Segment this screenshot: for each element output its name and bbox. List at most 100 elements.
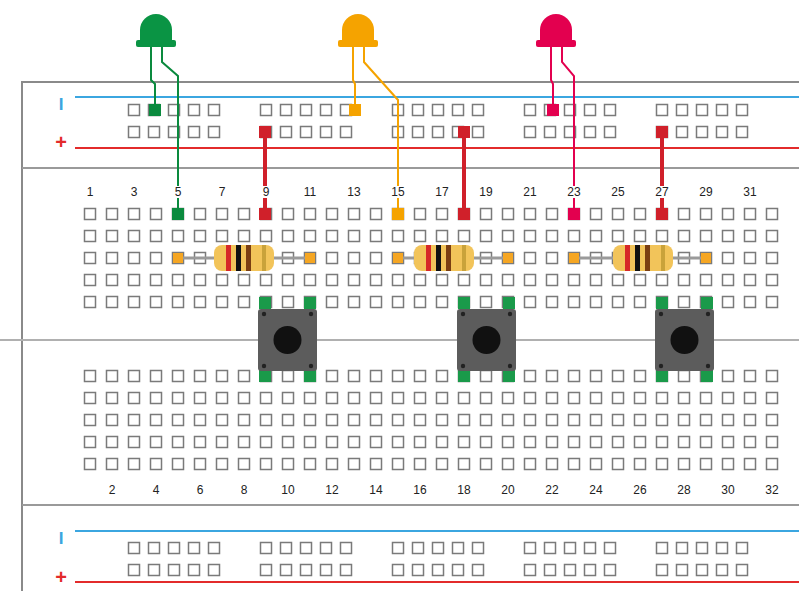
- breadboard-hole: [545, 565, 556, 576]
- breadboard-hole: [85, 437, 96, 448]
- breadboard-hole: [195, 209, 206, 220]
- breadboard-hole: [173, 393, 184, 404]
- breadboard-hole: [349, 393, 360, 404]
- breadboard-hole: [701, 393, 712, 404]
- breadboard-hole: [565, 543, 576, 554]
- breadboard-hole: [525, 437, 536, 448]
- breadboard-hole: [701, 253, 712, 264]
- breadboard-hole: [305, 415, 316, 426]
- breadboard-hole: [481, 231, 492, 242]
- breadboard-hole: [327, 209, 338, 220]
- column-number: 32: [764, 484, 779, 496]
- breadboard-hole: [195, 231, 206, 242]
- breadboard-hole: [697, 543, 708, 554]
- breadboard-hole: [239, 231, 250, 242]
- breadboard-hole: [547, 231, 558, 242]
- column-number: 7: [218, 186, 227, 198]
- breadboard-hole: [481, 393, 492, 404]
- breadboard-hole: [737, 127, 748, 138]
- breadboard-hole: [129, 415, 140, 426]
- breadboard-hole: [371, 253, 382, 264]
- breadboard-hole: [393, 275, 404, 286]
- breadboard-hole: [717, 543, 728, 554]
- breadboard-hole: [305, 459, 316, 470]
- breadboard-hole: [151, 253, 162, 264]
- breadboard-hole: [591, 437, 602, 448]
- breadboard-hole: [459, 371, 470, 382]
- breadboard-hole: [321, 543, 332, 554]
- breadboard-hole: [217, 297, 228, 308]
- rail-plus-sign: +: [55, 132, 67, 152]
- breadboard-hole: [393, 393, 404, 404]
- breadboard-hole: [239, 459, 250, 470]
- column-number: 14: [368, 484, 383, 496]
- rail-plus-sign: +: [55, 567, 67, 587]
- breadboard-hole: [305, 393, 316, 404]
- breadboard-hole: [723, 437, 734, 448]
- breadboard-hole: [85, 297, 96, 308]
- breadboard-hole: [547, 437, 558, 448]
- breadboard-hole: [261, 459, 272, 470]
- breadboard-hole: [327, 393, 338, 404]
- breadboard-hole: [569, 275, 580, 286]
- breadboard-hole: [217, 459, 228, 470]
- breadboard-hole: [415, 275, 426, 286]
- breadboard-hole: [173, 297, 184, 308]
- breadboard-hole: [767, 437, 778, 448]
- breadboard-hole: [433, 127, 444, 138]
- breadboard-hole: [85, 253, 96, 264]
- breadboard-hole: [85, 459, 96, 470]
- breadboard-hole: [635, 297, 646, 308]
- breadboard-hole: [437, 275, 448, 286]
- breadboard-hole: [349, 275, 360, 286]
- breadboard-hole: [393, 565, 404, 576]
- breadboard-hole: [393, 437, 404, 448]
- breadboard-hole: [327, 437, 338, 448]
- breadboard-hole: [107, 459, 118, 470]
- push-button: [258, 297, 317, 382]
- breadboard-hole: [723, 209, 734, 220]
- breadboard-hole: [195, 393, 206, 404]
- breadboard-hole: [217, 415, 228, 426]
- breadboard-hole: [413, 105, 424, 116]
- breadboard-hole: [283, 415, 294, 426]
- breadboard-hole: [173, 231, 184, 242]
- breadboard-hole: [547, 275, 558, 286]
- breadboard-hole: [261, 415, 272, 426]
- breadboard-hole: [189, 127, 200, 138]
- jumper-wire: [259, 126, 271, 220]
- breadboard-hole: [723, 371, 734, 382]
- breadboard-hole: [473, 127, 484, 138]
- breadboard-hole: [437, 393, 448, 404]
- breadboard-hole: [679, 297, 690, 308]
- breadboard-hole: [415, 459, 426, 470]
- breadboard-hole: [569, 371, 580, 382]
- positive-rail-line: [75, 581, 799, 583]
- breadboard-hole: [85, 231, 96, 242]
- breadboard-hole: [239, 437, 250, 448]
- breadboard-hole: [723, 415, 734, 426]
- breadboard-hole: [657, 105, 668, 116]
- breadboard-hole: [217, 371, 228, 382]
- breadboard-hole: [723, 275, 734, 286]
- breadboard-hole: [635, 275, 646, 286]
- breadboard-hole: [107, 275, 118, 286]
- breadboard-hole: [239, 393, 250, 404]
- breadboard-hole: [473, 105, 484, 116]
- breadboard-hole: [371, 415, 382, 426]
- breadboard-hole: [635, 459, 646, 470]
- breadboard-hole: [107, 437, 118, 448]
- breadboard-hole: [437, 437, 448, 448]
- breadboard-hole: [413, 565, 424, 576]
- negative-rail-line: [75, 96, 799, 98]
- breadboard-hole: [745, 231, 756, 242]
- breadboard-hole: [415, 415, 426, 426]
- breadboard-outline: [22, 82, 799, 591]
- breadboard-hole: [585, 127, 596, 138]
- breadboard-hole: [585, 543, 596, 554]
- breadboard-hole: [677, 565, 688, 576]
- column-number: 6: [196, 484, 205, 496]
- breadboard-hole: [679, 275, 690, 286]
- breadboard-hole: [283, 393, 294, 404]
- breadboard-hole: [767, 393, 778, 404]
